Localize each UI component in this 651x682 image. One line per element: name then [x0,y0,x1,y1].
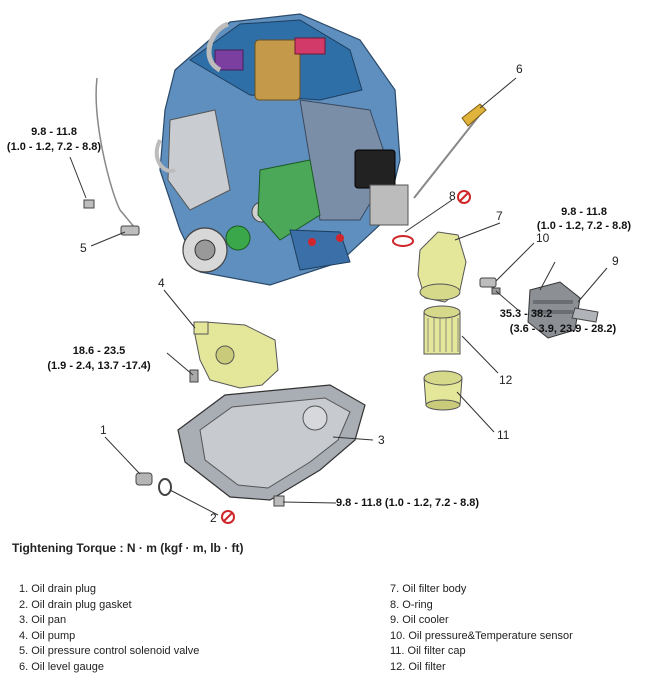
legend-right: 7. Oil filter body 8. O-ring 9. Oil cool… [390,582,573,676]
callout-9: 9 [612,254,619,268]
callout-4: 4 [158,276,165,290]
torque-cooler-line2: (1.0 - 1.2, 7.2 - 8.8) [537,220,631,232]
callout-11: 11 [497,428,510,442]
oil-level-gauge [413,103,487,199]
oil-filter [423,305,461,355]
engine-illustration [154,13,409,286]
leader-lines [69,77,608,516]
exploded-oil-system-diagram: 1 2 3 4 5 6 7 8 9 10 11 12 9.8 - 11.8 (1… [7,13,631,525]
callout-5: 5 [80,241,87,255]
torque-solenoid-line1: 9.8 - 11.8 [31,126,77,138]
oil-pressure-control-solenoid-valve [83,77,140,236]
oil-pump [189,321,279,389]
torque-solenoid-line2: (1.0 - 1.2, 7.2 - 8.8) [7,141,101,153]
legend-item: 11. Oil filter cap [390,645,466,658]
legend-item: 2. Oil drain plug gasket [19,598,132,611]
legend-left: 1. Oil drain plug 2. Oil drain plug gask… [19,582,199,676]
warning-icon [457,190,471,204]
callout-2: 2 [210,511,217,525]
torque-oil-pump-line1: 18.6 - 23.5 [73,345,126,357]
callout-10: 10 [536,231,550,245]
oil-filter-cap [423,370,463,411]
callout-6: 6 [516,62,523,76]
oil-filter-body [417,231,467,303]
legend-item: 12. Oil filter [390,660,446,673]
callout-3: 3 [378,433,385,447]
torque-oil-pump-line2: (1.9 - 2.4, 13.7 -17.4) [47,360,151,372]
torque-sensor-line1: 35.3 - 38.2 [500,308,553,320]
legend-item: 9. Oil cooler [390,614,449,627]
legend-item: 6. Oil level gauge [19,660,104,673]
callout-12: 12 [499,373,513,387]
torque-sensor-line2: (3.6 - 3.9, 23.9 - 28.2) [510,323,617,335]
legend-item: 4. Oil pump [19,629,76,642]
torque-oil-pan: 9.8 - 11.8 (1.0 - 1.2, 7.2 - 8.8) [336,497,479,509]
torque-cooler-line1: 9.8 - 11.8 [561,206,607,218]
legend-item: 8. O-ring [390,598,433,611]
oil-cooler [527,281,599,339]
warning-icon [221,510,235,524]
o-ring [392,235,414,247]
legend-item: 3. Oil pan [19,614,67,627]
legend-item: 10. Oil pressure&Temperature sensor [390,629,573,642]
tightening-torque-label: Tightening Torque : N · m (kgf · m, lb ·… [12,541,244,555]
legend-item: 1. Oil drain plug [19,583,97,595]
oil-drain-plug [135,472,153,486]
callout-7: 7 [496,209,503,223]
callout-1: 1 [100,423,107,437]
oil-drain-plug-gasket [158,478,172,496]
legend-item: 7. Oil filter body [390,583,467,595]
oil-pressure-temperature-sensor [479,277,501,295]
callout-8: 8 [449,189,456,203]
legend-item: 5. Oil pressure control solenoid valve [19,645,200,658]
oil-pan [177,384,366,507]
